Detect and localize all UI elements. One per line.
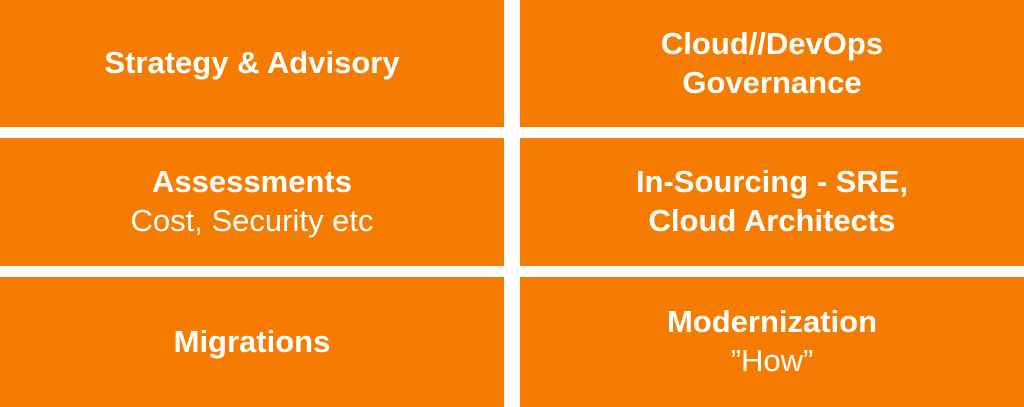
- tile-modernization: Modernization ”How”: [520, 277, 1024, 407]
- tile-line: Cost, Security etc: [130, 203, 374, 238]
- tile-line: Governance: [682, 64, 862, 100]
- tile-line: In-Sourcing - SRE,: [635, 164, 909, 200]
- tile-line: Cloud//DevOps: [660, 25, 884, 61]
- tile-line: Modernization: [666, 304, 878, 340]
- tile-cloud-devops-governance: Cloud//DevOps Governance: [520, 0, 1024, 127]
- tile-line: Strategy & Advisory: [104, 45, 400, 81]
- tile-line: Assessments: [152, 164, 352, 200]
- tile-line: Cloud Architects: [648, 203, 896, 238]
- tile-in-sourcing: In-Sourcing - SRE, Cloud Architects: [520, 138, 1024, 266]
- tile-line: Migrations: [173, 323, 331, 359]
- tile-migrations: Migrations: [0, 277, 504, 407]
- tile-strategy-advisory: Strategy & Advisory: [0, 0, 504, 127]
- tile-line: ”How”: [730, 343, 814, 378]
- tile-assessments: Assessments Cost, Security etc: [0, 138, 504, 266]
